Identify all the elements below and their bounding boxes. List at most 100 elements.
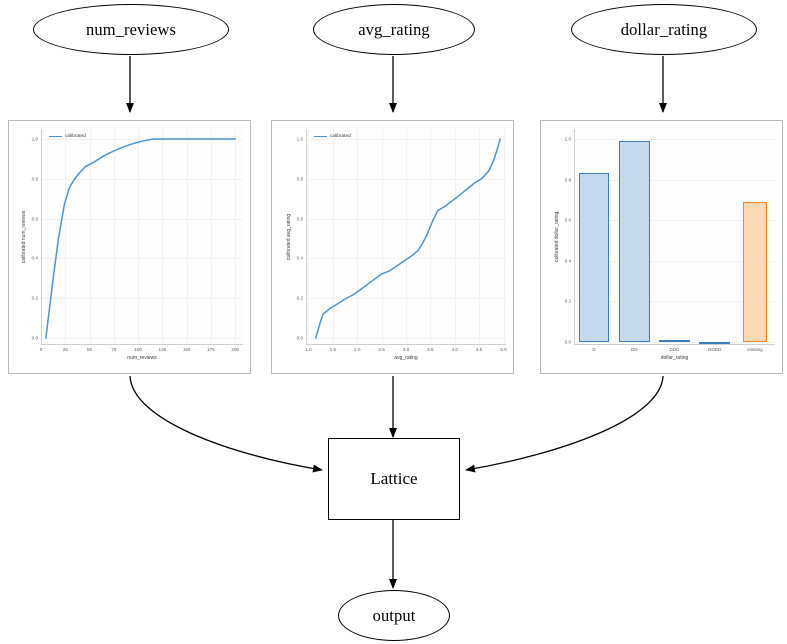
gridline-horizontal xyxy=(574,341,775,343)
x-tick-label: 50 xyxy=(86,347,93,352)
plot-area-num-reviews xyxy=(41,129,243,344)
y-tick-label: 0.6 xyxy=(31,216,38,222)
gridline-vertical xyxy=(430,129,432,344)
x-tick-label: 150 xyxy=(182,347,191,352)
x-tick-label: DD xyxy=(630,347,638,352)
gridline-vertical xyxy=(210,129,212,344)
x-tick-label: 2.5 xyxy=(378,347,385,352)
x-tick-label: 3.5 xyxy=(427,347,434,352)
x-tick-label: 75 xyxy=(111,347,117,352)
x-tick-label: 100 xyxy=(134,347,142,352)
node-num-reviews-label: num_reviews xyxy=(86,19,176,39)
x-axis-line xyxy=(306,344,506,345)
x-tick-label: 3.0 xyxy=(402,347,410,352)
bar-DDD xyxy=(659,340,690,343)
y-tick-label: 0.6 xyxy=(296,216,303,222)
gridline-vertical xyxy=(138,129,140,344)
y-axis-title: calibrated dollar_rating xyxy=(554,211,560,262)
y-tick-label: 0.8 xyxy=(31,176,38,182)
gridline-horizontal xyxy=(306,178,506,180)
y-tick-label: 0.0 xyxy=(564,339,571,345)
y-tick-label: 0.8 xyxy=(564,177,571,183)
edge-chart3-to-lattice xyxy=(465,375,664,473)
y-tick-label: 0.0 xyxy=(31,335,38,341)
gridline-vertical xyxy=(332,129,334,344)
legend-label-calibrated: calibrated xyxy=(330,134,351,139)
y-tick-label: 1.0 xyxy=(564,136,571,142)
bar-DDDD xyxy=(699,341,730,344)
node-avg-rating[interactable]: avg_rating xyxy=(313,4,475,55)
gridline-horizontal xyxy=(41,218,243,220)
gridline-vertical xyxy=(381,129,383,344)
y-tick-label: 0.0 xyxy=(296,335,303,341)
y-tick-label: 1.0 xyxy=(31,136,38,142)
x-tick-label: 175 xyxy=(207,347,215,352)
x-axis-title: dollar_rating xyxy=(660,355,689,361)
gridline-horizontal xyxy=(574,220,775,222)
bar-D xyxy=(578,172,610,342)
y-axis-title: calibrated avg_rating xyxy=(286,213,292,260)
x-tick-label: 1.5 xyxy=(329,347,337,352)
gridline-horizontal xyxy=(41,258,243,260)
plot-area-dollar-rating xyxy=(574,129,775,344)
gridline-horizontal xyxy=(306,338,506,340)
chart-legend: calibrated xyxy=(314,134,351,139)
gridline-horizontal xyxy=(574,301,775,303)
x-tick-label: 4.0 xyxy=(451,347,458,352)
legend-swatch-calibrated xyxy=(314,135,327,138)
y-tick-label: 0.6 xyxy=(564,217,571,223)
x-tick-label: 4.5 xyxy=(475,347,483,352)
gridline-horizontal xyxy=(41,178,243,180)
x-tick-label: 2.0 xyxy=(354,347,361,352)
y-axis-line xyxy=(41,129,42,344)
node-dollar-rating[interactable]: dollar_rating xyxy=(571,4,757,55)
x-tick-label: missing xyxy=(747,347,763,352)
gridline-horizontal xyxy=(306,138,506,140)
gridline-vertical xyxy=(65,129,67,344)
y-tick-label: 0.8 xyxy=(296,176,303,182)
x-axis-line xyxy=(41,344,243,345)
node-output-label: output xyxy=(372,605,416,625)
gridline-horizontal xyxy=(41,298,243,300)
gridline-horizontal xyxy=(574,260,775,262)
plot-area-avg-rating xyxy=(306,129,506,344)
gridline-horizontal xyxy=(306,218,506,220)
series-calibrated xyxy=(315,138,501,339)
y-tick-label: 0.2 xyxy=(564,298,571,304)
node-output[interactable]: output xyxy=(338,590,450,641)
gridline-vertical xyxy=(308,129,310,344)
x-axis-title: num_reviews xyxy=(127,355,157,361)
y-axis-line xyxy=(574,129,575,344)
node-lattice-label: Lattice xyxy=(370,469,418,488)
legend-swatch-calibrated xyxy=(49,135,62,138)
legend-label-calibrated: calibrated xyxy=(65,134,86,139)
gridline-horizontal xyxy=(574,179,775,181)
x-tick-label: 25 xyxy=(62,347,68,352)
x-tick-label: DDD xyxy=(669,347,680,352)
x-tick-label: 125 xyxy=(158,347,167,352)
gridline-horizontal xyxy=(41,138,243,140)
y-tick-label: 0.4 xyxy=(564,258,571,264)
gridline-vertical xyxy=(89,129,91,344)
gridline-horizontal xyxy=(306,298,506,300)
gridline-vertical xyxy=(186,129,188,344)
gridline-horizontal xyxy=(41,338,243,340)
node-avg-rating-label: avg_rating xyxy=(358,19,430,39)
gridline-vertical xyxy=(162,129,164,344)
node-dollar-rating-label: dollar_rating xyxy=(620,19,708,39)
bar-DD xyxy=(619,140,650,342)
x-tick-label: 5.0 xyxy=(500,347,507,352)
x-tick-label: DDDD xyxy=(708,347,722,352)
x-tick-label: 0 xyxy=(39,347,43,352)
gridline-vertical xyxy=(235,129,237,344)
gridline-vertical xyxy=(357,129,359,344)
node-num-reviews[interactable]: num_reviews xyxy=(33,4,229,55)
y-tick-label: 0.4 xyxy=(31,255,38,261)
node-lattice[interactable]: Lattice xyxy=(328,438,460,520)
series-calibrated xyxy=(45,138,236,339)
y-tick-label: 0.2 xyxy=(296,295,303,301)
